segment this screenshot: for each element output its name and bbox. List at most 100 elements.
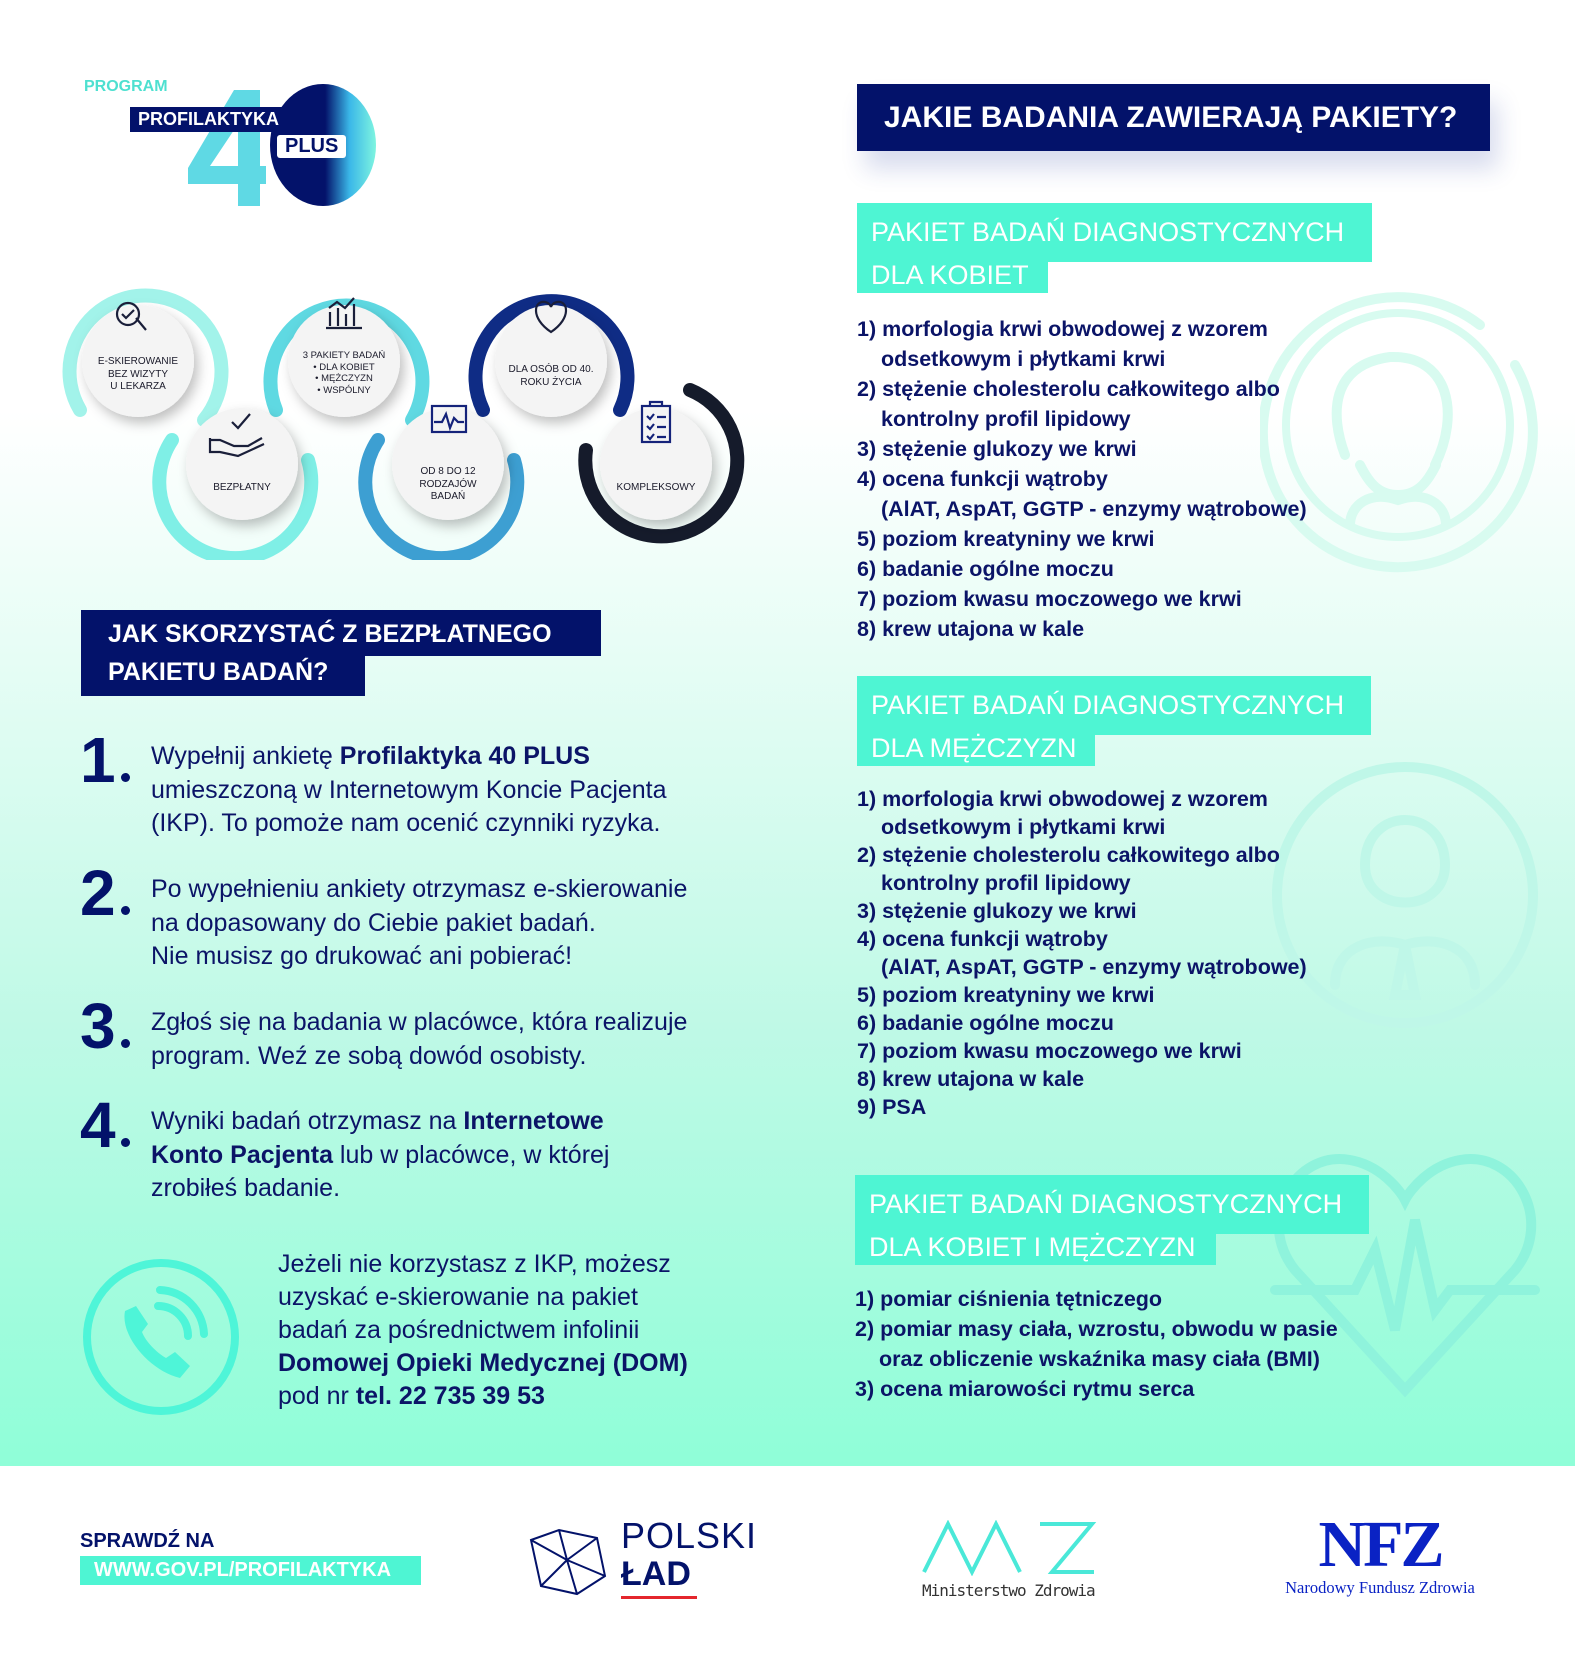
- list-item: 2) stężenie cholesterolu całkowitego alb…: [857, 841, 1307, 897]
- men-package-list: 1) morfologia krwi obwodowej z wzorem ods…: [857, 785, 1307, 1121]
- packages-heading-text: JAKIE BADANIA ZAWIERAJĄ PAKIETY?: [884, 101, 1458, 134]
- list-item: 6) badanie ogólne moczu: [857, 1009, 1307, 1037]
- list-item-line: (AlAT, AspAT, GGTP - enzymy wątrobowe): [881, 497, 1307, 521]
- list-item-line: odsetkowym i płytkami krwi: [881, 815, 1166, 839]
- ring-5: [468, 294, 635, 417]
- list-item-line: 7) poziom kwasu moczowego we krwi: [857, 1039, 1242, 1063]
- program-logo: PROGRAM PROFILAKTYKA PLUS: [80, 78, 380, 218]
- list-item-line: odsetkowym i płytkami krwi: [881, 347, 1166, 371]
- nfz-text: NFZ: [1318, 1508, 1445, 1581]
- lad-text: ŁAD: [621, 1555, 691, 1593]
- list-item: 3) stężenie glukozy we krwi: [857, 897, 1307, 925]
- feature-3-label: 3 PAKIETY BADAŃ• DLA KOBIET• MĘŻCZYZN• W…: [302, 350, 386, 396]
- clipboard-icon: [640, 400, 672, 444]
- list-item: 4) ocena funkcji wątroby (AlAT, AspAT, GG…: [857, 925, 1307, 981]
- list-item-line: kontrolny profil lipidowy: [881, 871, 1131, 895]
- list-item-line: 8) krew utajona w kale: [857, 617, 1085, 641]
- feature-6-label: KOMPLEKSOWY: [616, 482, 696, 493]
- features-rings: [62, 288, 745, 560]
- list-item: 6) badanie ogólne moczu: [857, 554, 1307, 584]
- list-item-line: 1) morfologia krwi obwodowej z wzorem: [857, 787, 1268, 811]
- list-item: 5) poziom kreatyniny we krwi: [857, 524, 1307, 554]
- polski-lad-emblem-icon: [529, 1528, 607, 1596]
- list-item: 8) krew utajona w kale: [857, 1065, 1307, 1093]
- ring-1: [62, 288, 229, 427]
- logo-program-label: PROGRAM: [84, 78, 168, 95]
- list-item-line: 3) stężenie glukozy we krwi: [857, 899, 1137, 923]
- list-item-line: 2) stężenie cholesterolu całkowitego alb…: [857, 377, 1280, 401]
- list-item-line: 5) poziom kreatyniny we krwi: [857, 983, 1155, 1007]
- list-item: 2) stężenie cholesterolu całkowitego alb…: [857, 374, 1307, 434]
- list-item-line: 1) morfologia krwi obwodowej z wzorem: [857, 317, 1268, 341]
- website-link[interactable]: WWW.GOV.PL/PROFILAKTYKA: [80, 1556, 421, 1585]
- heading-line: PAKIET BADAŃ DIAGNOSTYCZNYCH: [857, 676, 1371, 735]
- list-item-line: 4) ocena funkcji wątroby: [857, 467, 1108, 491]
- step-number: 4: [80, 1089, 130, 1161]
- step-number: 3: [80, 990, 130, 1062]
- logo-number-4-shape: [188, 90, 266, 206]
- list-item-line: 4) ocena funkcji wątroby: [857, 927, 1108, 951]
- heading-line: PAKIET BADAŃ DIAGNOSTYCZNYCH: [857, 203, 1372, 262]
- list-item-line: 9) PSA: [857, 1095, 927, 1119]
- mz-text: Ministerstwo Zdrowia: [922, 1581, 1096, 1600]
- feature-5-label: DLA OSÓB OD 40.ROKU ŻYCIA: [508, 364, 594, 388]
- list-item-line: kontrolny profil lipidowy: [881, 407, 1131, 431]
- how-heading-line-2: PAKIETU BADAŃ?: [81, 654, 365, 696]
- logo-plus: PLUS: [277, 135, 347, 158]
- nfz-logo: NFZ Narodowy Fundusz Zdrowia: [1270, 1512, 1490, 1602]
- list-item: 9) PSA: [857, 1093, 1307, 1121]
- list-item-line: 2) pomiar masy ciała, wzrostu, obwodu w …: [855, 1317, 1338, 1341]
- heart-monitor-icon: [430, 404, 468, 434]
- check-label: SPRAWDŹ NA: [80, 1530, 215, 1552]
- list-item-line: 3) ocena miarowości rytmu serca: [855, 1377, 1195, 1401]
- heading-line: DLA KOBIET: [857, 260, 1048, 293]
- list-item: 7) poziom kwasu moczowego we krwi: [857, 584, 1307, 614]
- ring-6: [578, 383, 745, 544]
- list-item: 1) morfologia krwi obwodowej z wzorem ods…: [857, 314, 1307, 374]
- hand-check-icon: [208, 413, 265, 458]
- list-item-line: 1) pomiar ciśnienia tętniczego: [855, 1287, 1163, 1311]
- nfz-full-text: Narodowy Fundusz Zdrowia: [1285, 1578, 1475, 1597]
- logo-name: PROFILAKTYKA: [130, 107, 287, 132]
- heading-line: DLA MĘŻCZYZN: [857, 733, 1095, 766]
- list-item-line: 5) poziom kreatyniny we krwi: [857, 527, 1155, 551]
- list-item-line: 6) badanie ogólne moczu: [857, 1011, 1114, 1035]
- woman-icon: [1260, 292, 1538, 573]
- list-item-line: 6) badanie ogólne moczu: [857, 557, 1114, 581]
- phone-number[interactable]: tel. 22 735 39 53: [355, 1382, 545, 1410]
- list-item: 5) poziom kreatyniny we krwi: [857, 981, 1307, 1009]
- list-item: 8) krew utajona w kale: [857, 614, 1307, 644]
- red-underline: [621, 1596, 697, 1599]
- feature-2-label: BEZPŁATNY: [213, 482, 271, 493]
- list-item: 3) stężenie glukozy we krwi: [857, 434, 1307, 464]
- footer-check: SPRAWDŹ NA WWW.GOV.PL/PROFILAKTYKA: [80, 1530, 421, 1585]
- heading-line: DLA KOBIET I MĘŻCZYZN: [855, 1232, 1216, 1265]
- how-heading-line-1: JAK SKORZYSTAĆ Z BEZPŁATNEGO: [81, 610, 601, 656]
- handshake-heart-icon: [534, 300, 568, 334]
- ring-4: [358, 433, 525, 560]
- list-item-line: 2) stężenie cholesterolu całkowitego alb…: [857, 843, 1280, 867]
- list-item-line: oraz obliczenie wskaźnika masy ciała (BM…: [879, 1347, 1320, 1371]
- list-item: 2) pomiar masy ciała, wzrostu, obwodu w …: [855, 1314, 1338, 1374]
- step-number: 1: [80, 724, 130, 796]
- list-item-line: 8) krew utajona w kale: [857, 1067, 1085, 1091]
- ring-2: [152, 433, 319, 560]
- both-package-list: 1) pomiar ciśnienia tętniczego 2) pomiar …: [855, 1284, 1338, 1404]
- list-item: 3) ocena miarowości rytmu serca: [855, 1374, 1338, 1404]
- mz-emblem-icon: [922, 1519, 1097, 1577]
- women-package-list: 1) morfologia krwi obwodowej z wzorem ods…: [857, 314, 1307, 644]
- list-item: 1) pomiar ciśnienia tętniczego: [855, 1284, 1338, 1314]
- step-number: 2: [80, 857, 130, 929]
- list-item-line: 3) stężenie glukozy we krwi: [857, 437, 1137, 461]
- polski-lad-logo: POLSKI ŁAD: [527, 1518, 757, 1600]
- ministry-of-health-logo: Ministerstwo Zdrowia: [922, 1519, 1102, 1600]
- list-item-line: 7) poziom kwasu moczowego we krwi: [857, 587, 1242, 611]
- list-item: 4) ocena funkcji wątroby (AlAT, AspAT, GG…: [857, 464, 1307, 524]
- list-item-line: (AlAT, AspAT, GGTP - enzymy wątrobowe): [881, 955, 1307, 979]
- polski-text: POLSKI: [621, 1515, 758, 1556]
- packages-heading: JAKIE BADANIA ZAWIERAJĄ PAKIETY?: [857, 84, 1490, 151]
- list-item: 1) morfologia krwi obwodowej z wzorem ods…: [857, 785, 1307, 841]
